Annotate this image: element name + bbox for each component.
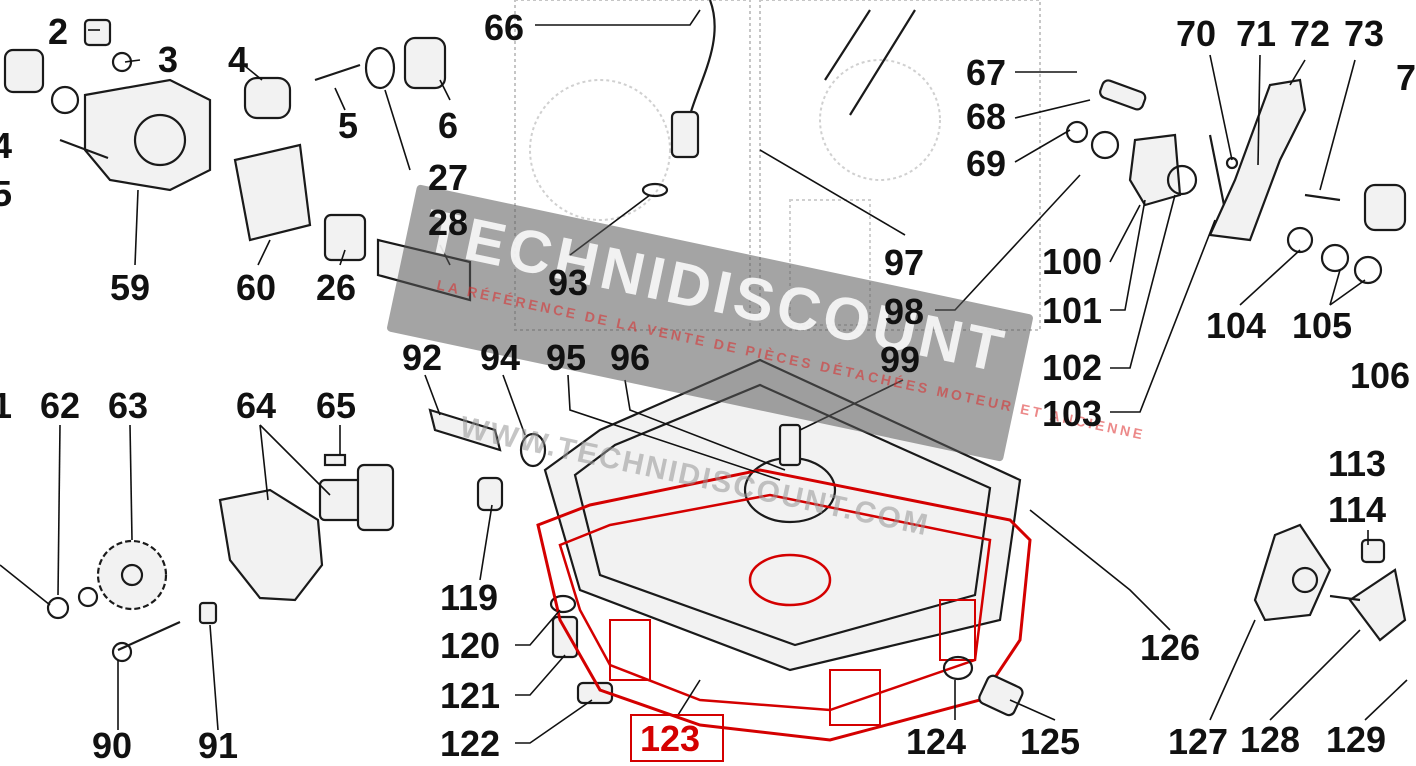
part-label-105: 105 (1292, 305, 1353, 346)
part-label-66: 66 (484, 7, 525, 48)
part-label-93: 93 (548, 262, 589, 303)
part-label-104: 104 (1206, 305, 1267, 346)
part-label-90: 90 (92, 725, 133, 766)
part-label-120: 120 (440, 625, 501, 666)
part-label-123-highlighted: 123 (640, 718, 701, 759)
part-label-92: 92 (402, 337, 443, 378)
part-label-119: 119 (440, 577, 499, 618)
part-label-65: 65 (316, 385, 357, 426)
part-label-126: 126 (1140, 627, 1201, 668)
part-label-4: 4 (228, 39, 249, 80)
part-label-27: 27 (428, 157, 469, 198)
sump-fittings (428, 408, 614, 705)
part-label-99: 99 (880, 339, 921, 380)
part-label-106: 106 (1350, 355, 1411, 396)
part-label-5: 5 (338, 105, 359, 146)
part-label-64: 64 (236, 385, 277, 426)
part-label-124: 124 (906, 721, 967, 762)
part-label-62: 62 (40, 385, 81, 426)
oil-pipe-part (641, 0, 916, 198)
part-label-2: 2 (48, 11, 69, 52)
part-label-98: 98 (884, 291, 925, 332)
part-label-59: 59 (110, 267, 151, 308)
part-label-100: 100 (1042, 241, 1103, 282)
part-label-73: 73 (1344, 13, 1385, 54)
part-label-128: 128 (1240, 719, 1301, 760)
part-label-125: 125 (1020, 721, 1081, 762)
part-label-69: 69 (966, 143, 1007, 184)
part-label-113: 113 (1328, 443, 1387, 484)
part-label-72: 72 (1290, 13, 1331, 54)
part-label-6: 6 (438, 105, 459, 146)
part-label-114: 114 (1328, 489, 1387, 530)
part-label-103: 103 (1042, 393, 1103, 434)
part-label-26: 26 (316, 267, 357, 308)
drain-plug-parts (942, 523, 1407, 717)
part-label-94: 94 (480, 337, 521, 378)
part-label-127: 127 (1168, 721, 1229, 762)
part-label-67: 67 (966, 52, 1007, 93)
part-label-7-clipped: 7 (1396, 57, 1416, 98)
part-label-101: 101 (1042, 290, 1103, 331)
highlight-box (630, 714, 724, 762)
part-label-28: 28 (428, 202, 469, 243)
part-label-96: 96 (610, 337, 651, 378)
part-label-97: 97 (884, 242, 925, 283)
part-label-121: 121 (440, 675, 501, 716)
part-label-4-left: 4 (0, 125, 13, 166)
part-label-63: 63 (108, 385, 149, 426)
part-label-60: 60 (236, 267, 277, 308)
part-label-70: 70 (1176, 13, 1217, 54)
oil-pump-parts (46, 453, 395, 663)
part-label-129: 129 (1326, 719, 1387, 760)
part-label-122: 122 (440, 723, 501, 764)
part-label-95: 95 (546, 337, 587, 378)
part-label-5-left: 5 (0, 173, 13, 214)
part-label-91: 91 (198, 725, 239, 766)
part-label-68: 68 (966, 96, 1007, 137)
part-label-71: 71 (1236, 13, 1277, 54)
part-label-1: 1 (0, 385, 13, 426)
part-label-102: 102 (1042, 347, 1103, 388)
governor-lever-parts (1065, 78, 1407, 285)
part-label-3: 3 (158, 39, 179, 80)
oil-sump-highlight (536, 468, 1032, 742)
